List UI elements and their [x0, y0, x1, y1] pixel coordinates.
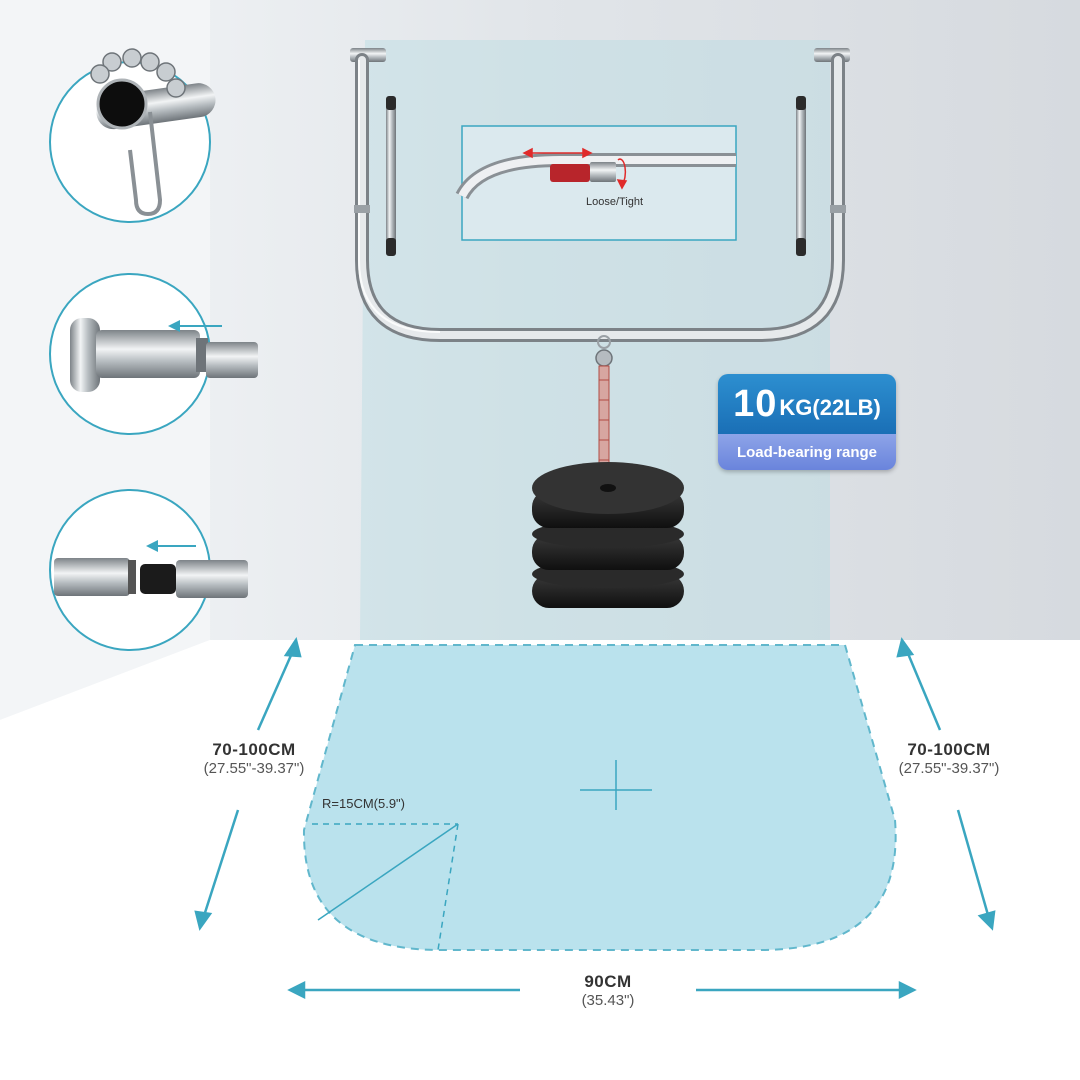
load-badge: 10 KG(22LB) Load-bearing range: [718, 374, 896, 470]
rod-joint-right: [830, 205, 846, 213]
inset-caption: Loose/Tight: [586, 196, 644, 208]
left-dimension-label: 70-100CM (27.55"-39.37"): [176, 740, 332, 777]
hook-ring: [597, 335, 611, 349]
detail-rod-end: [49, 273, 258, 435]
load-badge-value-row: 10 KG(22LB): [718, 374, 896, 434]
rod-joint-left: [354, 205, 370, 213]
radius-line: [317, 823, 459, 921]
load-badge-label: Load-bearing range: [718, 434, 896, 470]
extension-rod-left: [386, 100, 396, 256]
adjust-detail-inset: [461, 125, 737, 241]
bottom-dimension-sub: (35.43"): [581, 991, 635, 1009]
rod-highlight: [358, 60, 441, 333]
bottom-dimension-label: 90CM (35.43"): [548, 972, 668, 1009]
swivel: [595, 349, 613, 367]
extension-rod-right: [796, 100, 806, 256]
bottom-dimension-main: 90CM: [584, 972, 632, 991]
detail-hook: [49, 48, 216, 223]
inset-connector: [550, 164, 590, 182]
curtain-rod: [358, 56, 842, 339]
load-unit: KG(22LB): [779, 395, 881, 420]
left-dimension-main: 70-100CM: [212, 740, 296, 759]
detail-rod-connector: [49, 489, 248, 651]
left-dimension-sub: (27.55"-39.37"): [203, 759, 305, 777]
weight-stack: [532, 462, 684, 608]
dimension-arrows: [194, 636, 996, 1000]
right-dimension-sub: (27.55"-39.37"): [898, 759, 1000, 777]
radius-label: R=15CM(5.9"): [322, 796, 406, 811]
right-dimension-label: 70-100CM (27.55"-39.37"): [871, 740, 1027, 777]
floor-footprint: [302, 644, 897, 951]
load-value: 10: [733, 382, 778, 425]
inset-rod: [458, 156, 736, 199]
right-dimension-main: 70-100CM: [907, 740, 991, 759]
loose-tight-arrows: [522, 147, 628, 190]
inset-sleeve: [590, 162, 616, 182]
